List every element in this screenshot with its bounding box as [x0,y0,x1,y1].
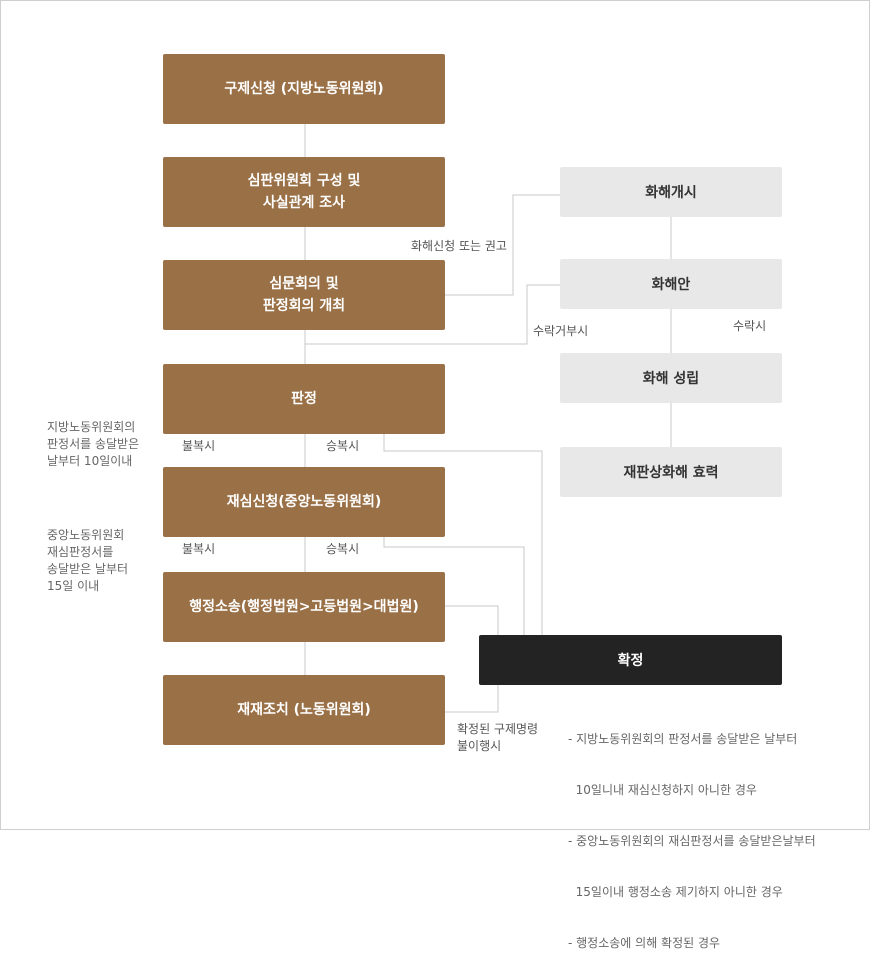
local-deadline-note: 지방노동위원회의 판정서를 송달받은 날부터 10일이내 [47,419,139,470]
connector-lines [304,124,672,713]
note-line: 송달받은 날부터 [47,562,129,576]
note-line: - 지방노동위원회의 판정서를 송달받은 날부터 [568,732,798,746]
note-line: 재심판정서를 [47,545,114,559]
box-text-line: 심판위원회 구성 및 [247,173,361,189]
settlement-established-box: 화해 성립 [560,353,782,403]
final-confirmation-box: 확정 [479,635,782,685]
relief-request-box: 구제신청 (지방노동위원회) [163,54,445,124]
note-line: 지방노동위원회의 [47,420,136,434]
box-text-line: 구제신청 (지방노동위원회) [224,81,384,97]
connector-line [445,605,499,635]
box-text-line: 심문회의 및 [269,276,339,292]
sanction-box: 재재조치 (노동위원회) [163,675,445,745]
box-text-line: 재재조치 (노동위원회) [237,702,371,718]
review-win-label: 승복시 [326,542,360,556]
admin-litigation-box: 행정소송(행정법원>고등법원>대법원) [163,572,445,642]
note-line: - 중앙노동위원회의 재심판정서를 송달받은날부터 [568,834,816,848]
judgment-win-label: 승복시 [326,439,360,453]
label-line: 불이행시 [457,739,502,753]
note-line: 15일 이내 [47,579,100,593]
box-text-line: 사실관계 조사 [262,195,346,211]
label-line: 확정된 구제명령 [457,722,539,736]
note-line: 10일니내 재심신청하지 아니한 경우 [568,783,757,797]
central-deadline-note: 중앙노동위원회 재심판정서를 송달받은 날부터 15일 이내 [47,527,128,595]
note-line: 15일이내 행정소송 제기하지 아니한 경우 [568,885,783,899]
reject-label: 수락거부시 [533,324,589,338]
hearing-box: 심문회의 및 판정회의 개최 [163,260,445,330]
box-text-line: 판정 [291,391,317,407]
note-line: 중앙노동위원회 [47,528,125,542]
review-lose-label: 불복시 [182,542,216,556]
settlement-proposal-box: 화해안 [560,259,782,309]
note-line: 날부터 10일이내 [47,454,133,468]
judgment-lose-label: 불복시 [182,439,216,453]
non-compliance-label: 확정된 구제명령 불이행시 [457,721,538,755]
committee-setup-box: 심판위원회 구성 및 사실관계 조사 [163,157,445,227]
connector-line [383,537,525,635]
connector-line [445,685,499,713]
settlement-start-box: 화해개시 [560,167,782,217]
accept-label: 수락시 [733,319,767,333]
review-request-box: 재심신청(중앙노동위원회) [163,467,445,537]
final-conditions-note: - 지방노동위원회의 판정서를 송달받은 날부터 10일니내 재심신청하지 아니… [568,697,816,969]
connector-line [305,284,560,345]
box-text-line: 행정소송(행정법원>고등법원>대법원) [189,599,419,615]
judgment-box: 판정 [163,364,445,434]
box-text-line: 판정회의 개최 [262,298,346,314]
note-line: 판정서를 송달받은 [47,437,140,451]
connector-line [445,194,560,296]
settlement-request-label: 화해신청 또는 권고 [411,239,507,253]
note-line: - 행정소송에 의해 확정된 경우 [568,936,721,950]
connector-line [383,434,543,635]
box-text-line: 재심신청(중앙노동위원회) [226,494,382,510]
settlement-effect-box: 재판상화해 효력 [560,447,782,497]
